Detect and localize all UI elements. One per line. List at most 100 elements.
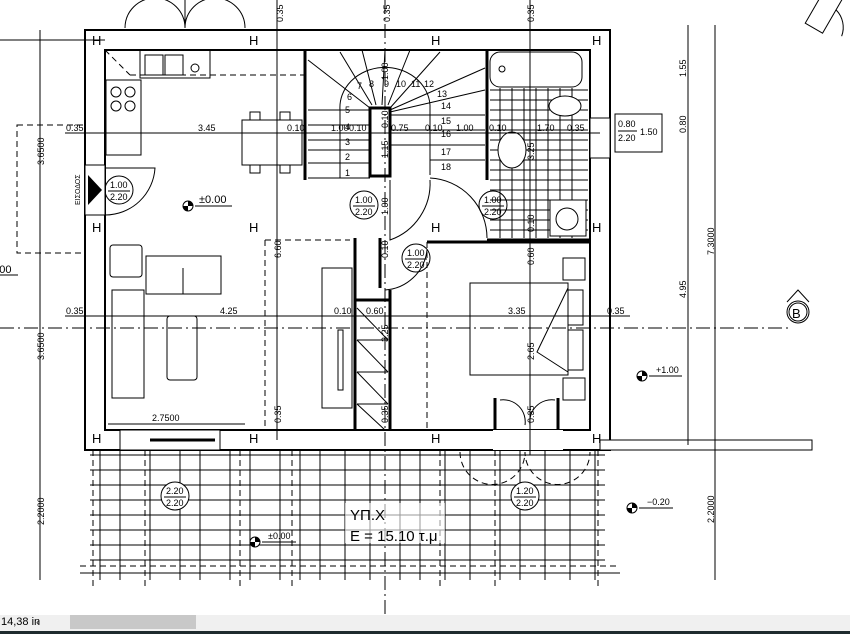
door-tag: 1.00 2.20: [104, 175, 134, 205]
svg-text:2.2000: 2.2000: [36, 497, 46, 525]
stair-number: 4: [345, 122, 350, 132]
column-markers: H H H H H H H H H H H H: [92, 33, 601, 446]
measurement-readout: 14,38 in: [1, 616, 41, 628]
kitchen-counter: [105, 49, 211, 156]
svg-text:1.00: 1.00: [484, 195, 502, 205]
svg-text:7.3000: 7.3000: [706, 227, 716, 255]
floor-plan-drawing[interactable]: 1 2 3 4 5 6 7 8 9 10 11 12 13 14 15 16 1…: [0, 0, 850, 615]
svg-text:0.75: 0.75: [391, 123, 409, 133]
column-marker: H: [249, 220, 258, 235]
door-tag: 1.202.20: [510, 481, 540, 511]
stair-number: 7: [357, 81, 362, 91]
column-marker: H: [92, 220, 101, 235]
taskbar-strip: [0, 631, 850, 634]
stair-number: 16: [441, 129, 451, 139]
svg-text:0.10: 0.10: [287, 123, 305, 133]
column-marker: H: [249, 431, 258, 446]
svg-text:0.80: 0.80: [618, 119, 636, 129]
svg-text:+1.00: +1.00: [656, 365, 679, 375]
dimension-lines: [0, 0, 716, 580]
dining-table: [241, 111, 303, 174]
horizontal-scrollbar-thumb[interactable]: [70, 615, 196, 629]
entrance-label: ΕΙΣΟΔΟΣ: [75, 174, 82, 205]
stair-number: 8: [369, 79, 374, 89]
living-room-furniture: [109, 244, 353, 409]
section-marker-b[interactable]: B: [786, 289, 810, 324]
svg-text:3.25: 3.25: [526, 142, 536, 160]
svg-text:0.10: 0.10: [489, 123, 507, 133]
svg-text:2.20: 2.20: [355, 207, 373, 217]
svg-text:1.55: 1.55: [678, 59, 688, 77]
level-marker-bedroom: +1.00: [636, 365, 682, 382]
svg-text:2.2000: 2.2000: [706, 495, 716, 523]
svg-text:−0.20: −0.20: [647, 497, 670, 507]
window-tag: 0.80 2.20 1.50: [614, 113, 663, 153]
svg-text:±0.00: ±0.00: [268, 531, 290, 541]
svg-text:0.10: 0.10: [425, 123, 443, 133]
stair-number: 15: [441, 116, 451, 126]
svg-text:1.20: 1.20: [516, 486, 534, 496]
svg-text:0.10: 0.10: [349, 123, 367, 133]
svg-text:0.35: 0.35: [526, 405, 536, 423]
bathroom-fixtures: [489, 51, 588, 238]
svg-text:0.60: 0.60: [366, 306, 384, 316]
svg-text:0.35: 0.35: [273, 405, 283, 423]
staircase: 1 2 3 4 5 6 7 8 9 10 11 12 13 14 15 16 1…: [307, 49, 486, 179]
stair-number: 5: [345, 105, 350, 115]
svg-text:4.25: 4.25: [220, 306, 238, 316]
svg-text:±0.00: ±0.00: [199, 194, 226, 206]
svg-text:0.35: 0.35: [66, 123, 84, 133]
svg-text:0.35: 0.35: [66, 306, 84, 316]
svg-text:0.10: 0.10: [526, 214, 536, 232]
column-marker: H: [92, 431, 101, 446]
door-tag: 2.202.20: [160, 481, 190, 511]
stair-number: 14: [441, 101, 451, 111]
scroll-left-button[interactable]: ‹: [36, 615, 40, 629]
area-label: Ε = 15.10 τ.μ: [350, 528, 438, 545]
svg-text:1.15: 1.15: [380, 140, 390, 158]
interior-walls: [104, 49, 590, 430]
svg-text:3.25: 3.25: [380, 324, 390, 342]
column-marker: H: [592, 33, 601, 48]
svg-text:1.70: 1.70: [537, 123, 555, 133]
svg-text:0.35: 0.35: [567, 123, 585, 133]
entrance-arrow-icon: [88, 175, 102, 205]
door-swings: [88, 167, 591, 485]
stair-number: 11: [411, 79, 420, 89]
stair-number: 9: [384, 79, 389, 89]
stair-number: 18: [441, 162, 451, 172]
svg-text:0.10: 0.10: [380, 240, 390, 258]
svg-text:0.35: 0.35: [607, 306, 625, 316]
stair-number: 6: [347, 92, 352, 102]
svg-text:0.60: 0.60: [526, 247, 536, 265]
svg-text:3.6500: 3.6500: [36, 137, 46, 165]
exterior-doors-top: [124, 0, 246, 29]
column-marker: H: [592, 220, 601, 235]
svg-text:1.00: 1.00: [456, 123, 474, 133]
stair-number: 1: [345, 168, 350, 178]
svg-text:1.50: 1.50: [640, 127, 658, 137]
level-marker-outside: −0.20: [626, 497, 673, 514]
svg-text:0.10: 0.10: [334, 306, 352, 316]
stair-number: 17: [441, 147, 451, 157]
door-tag: 1.002.20: [401, 243, 431, 273]
svg-text:3.35: 3.35: [508, 306, 526, 316]
svg-text:2.20: 2.20: [110, 192, 128, 202]
svg-text:0.80: 0.80: [678, 115, 688, 133]
double-bed: [469, 257, 586, 401]
stair-number: 3: [345, 137, 350, 147]
svg-text:0.10: 0.10: [380, 110, 390, 128]
svg-text:6.60: 6.60: [273, 240, 283, 258]
svg-text:2.20: 2.20: [407, 260, 425, 270]
svg-text:1.00: 1.00: [110, 180, 128, 190]
level-marker-left: ±0.00: [0, 264, 18, 276]
stair-number: 10: [396, 79, 406, 89]
column-marker: H: [431, 33, 440, 48]
column-marker: H: [431, 431, 440, 446]
stair-number: 12: [424, 79, 434, 89]
svg-text:2.65: 2.65: [526, 342, 536, 360]
svg-text:1.00: 1.00: [355, 195, 373, 205]
room-label: ΥΠ.Χ: [350, 507, 385, 524]
svg-text:0.35: 0.35: [382, 4, 392, 22]
svg-text:4.95: 4.95: [678, 280, 688, 298]
